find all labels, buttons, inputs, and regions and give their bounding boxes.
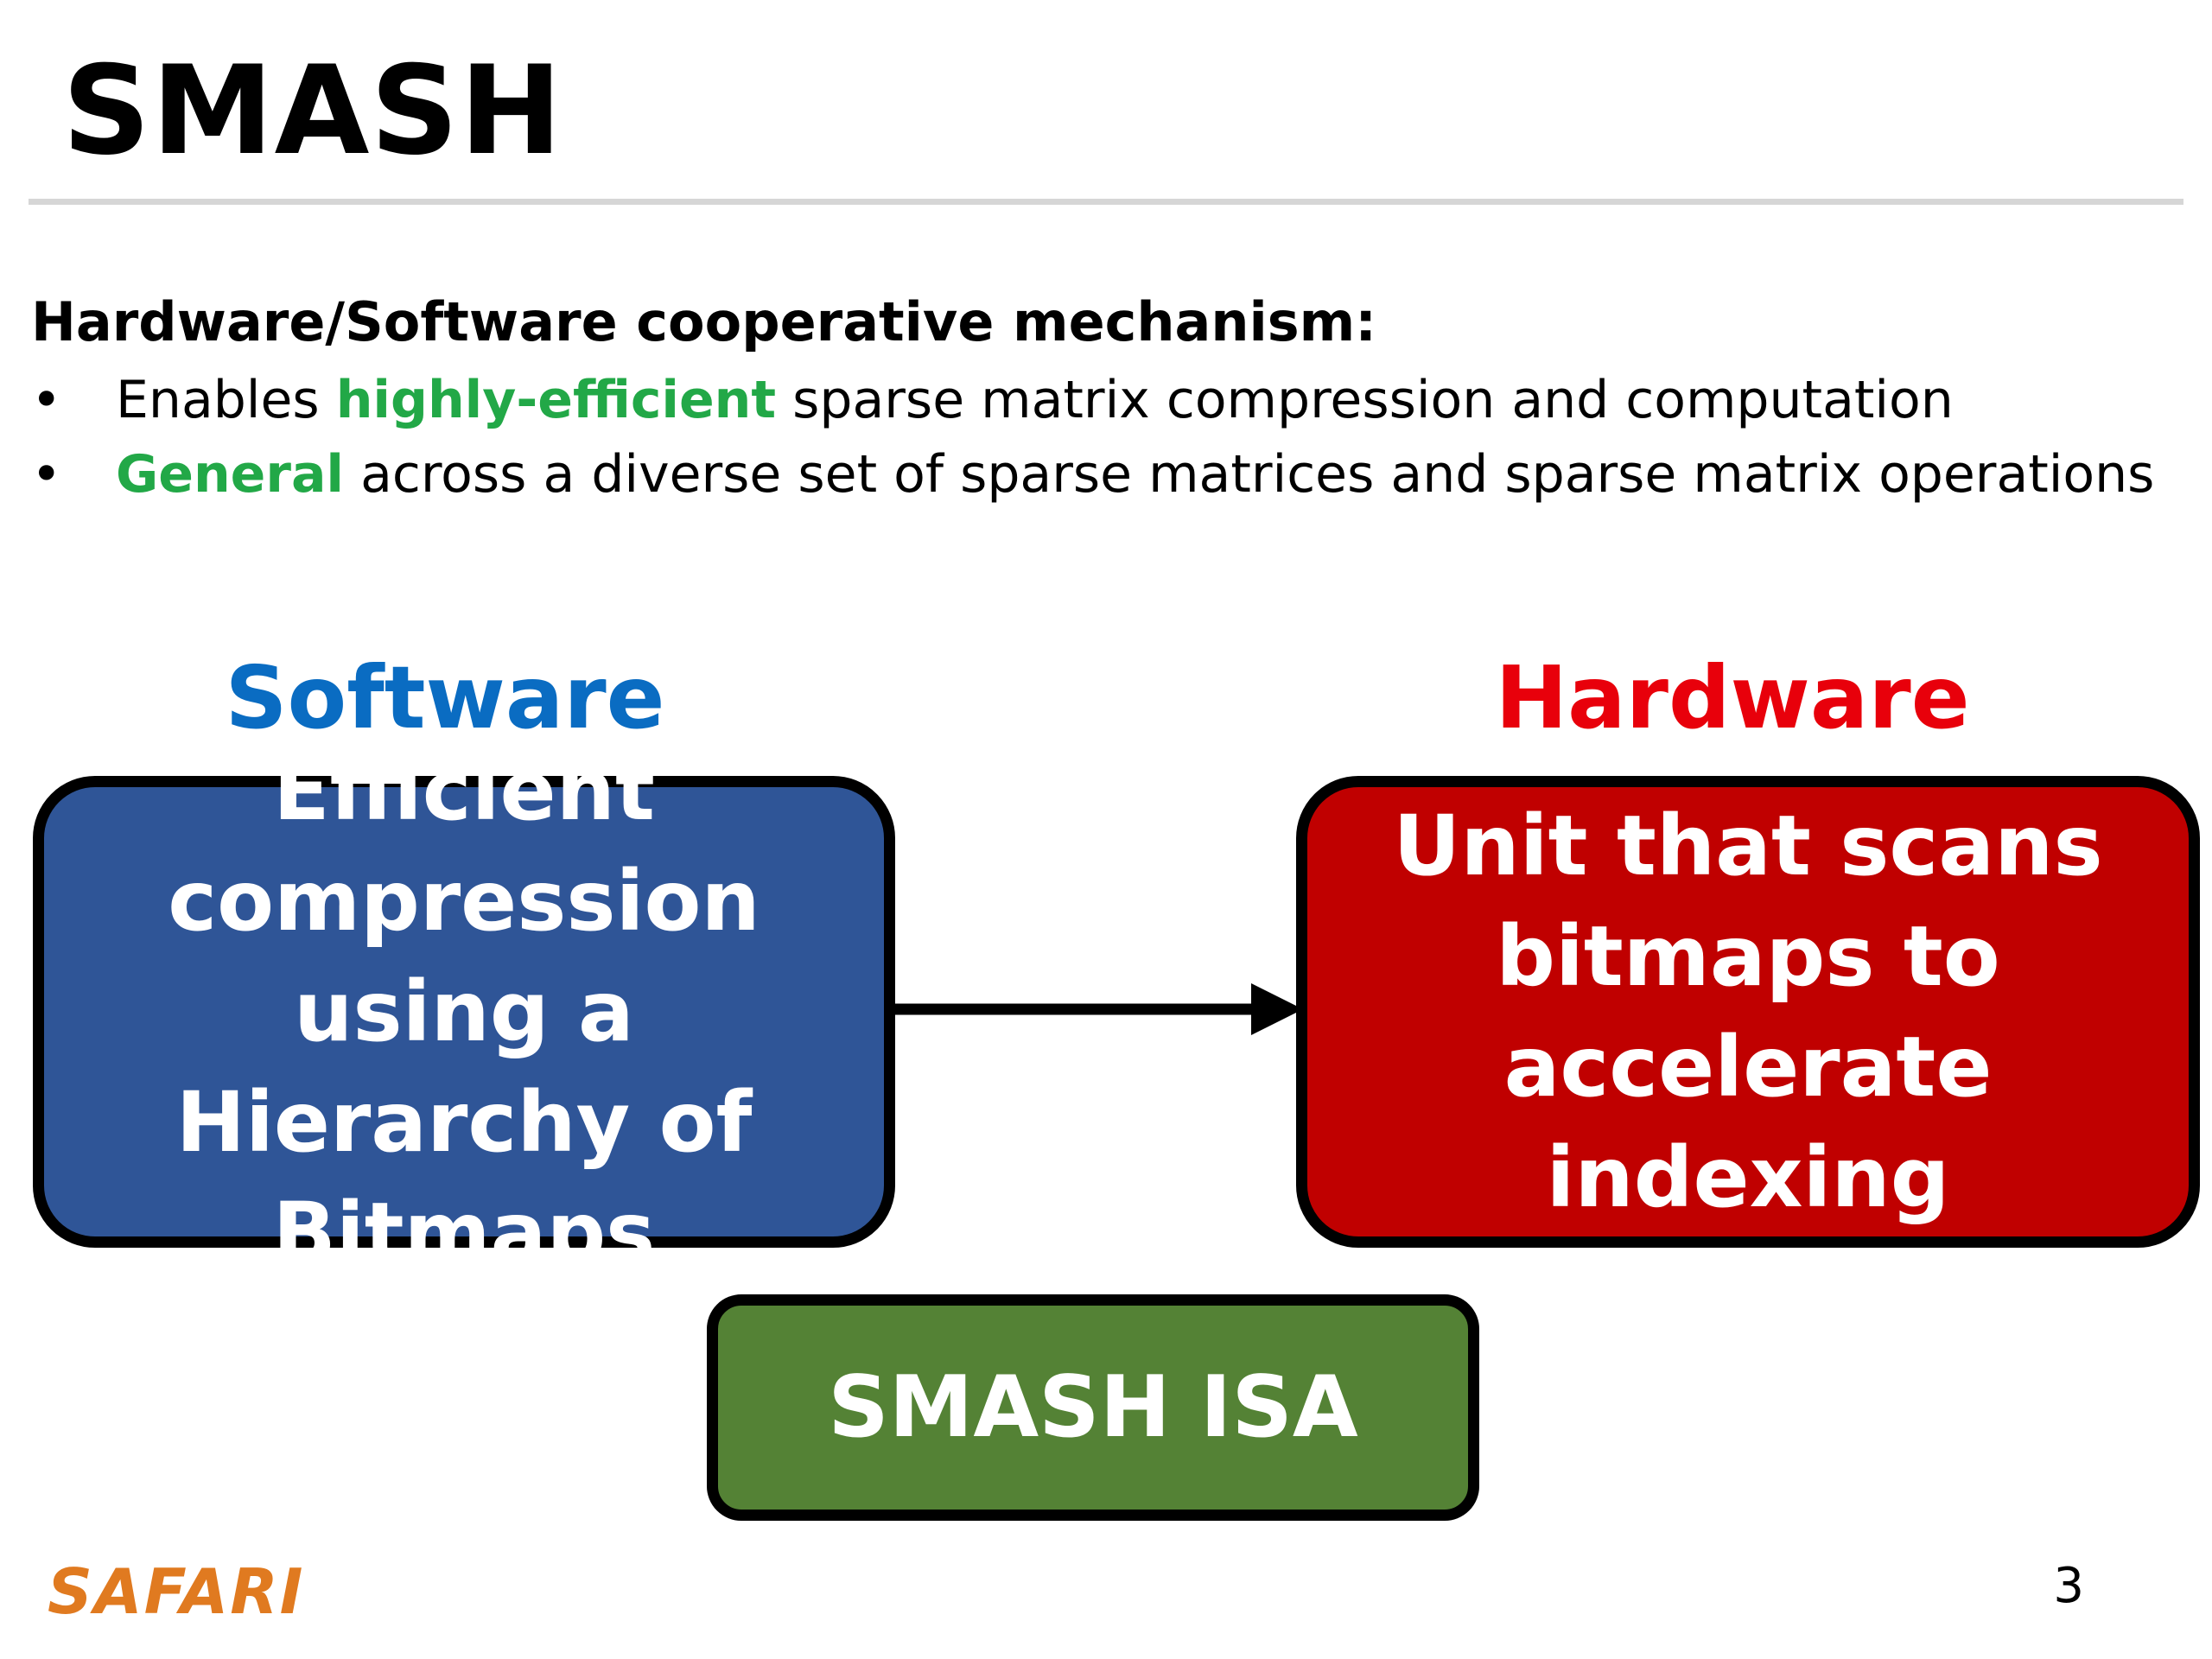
software-box-text: Efficient compression using a Hierarchy … [168,742,760,1281]
bullet-text: Enables highly-efficient sparse matrix c… [116,363,1954,437]
mechanism-heading: Hardware/Software cooperative mechanism: [31,290,1377,353]
bullet-dot-icon: • [31,444,62,505]
bullet-highlight: highly-efficient [335,370,777,430]
slide-title: SMASH [62,40,563,182]
hardware-label: Hardware [1495,647,1970,748]
title-divider [29,199,2183,205]
bullet-highlight: General [116,444,344,505]
hardware-box: Unit that scans bitmaps to accelerate in… [1296,776,2200,1248]
bullet-item: • Enables highly-efficient sparse matrix… [31,363,2191,437]
bullet-text: General across a diverse set of sparse m… [116,437,2154,512]
bullet-text-before: Enables [116,370,336,430]
bullet-list: • Enables highly-efficient sparse matrix… [31,363,2191,512]
bullet-text-after: across a diverse set of sparse matrices … [344,444,2155,505]
arrow-icon [890,983,1303,1035]
software-label: Software [225,647,665,748]
isa-box: SMASH ISA [707,1294,1479,1521]
software-box: Efficient compression using a Hierarchy … [33,742,895,1281]
bullet-text-after: sparse matrix compression and computatio… [776,370,1954,430]
page-number: 3 [2053,1558,2084,1614]
hardware-box-text: Unit that scans bitmaps to accelerate in… [1393,798,2103,1226]
bullet-item: • General across a diverse set of sparse… [31,437,2191,512]
bullet-dot-icon: • [31,370,62,430]
isa-box-text: SMASH ISA [828,1358,1358,1457]
safari-logo: SAFARI [48,1555,305,1628]
